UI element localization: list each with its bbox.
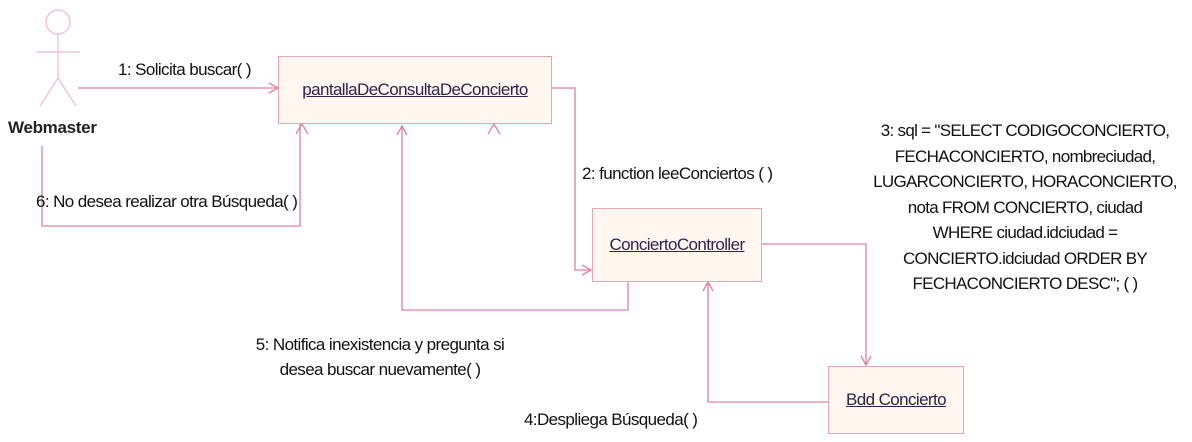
message-5-arrow	[396, 124, 629, 311]
actor-right-leg	[57, 77, 77, 107]
message-5-label: 5: Notifica inexistencia y pregunta si d…	[255, 335, 505, 379]
object-pantalla-de-consulta[interactable]: pantallaDeConsultaDeConcierto	[278, 56, 552, 124]
message-3-arrow	[762, 243, 872, 367]
return-chevron-2	[487, 122, 501, 135]
message-2-arrow	[552, 87, 593, 276]
message-4-label: 4:Despliega Búsqueda( )	[524, 410, 698, 429]
object-bdd-concierto[interactable]: Bdd Concierto	[828, 366, 964, 434]
actor-head	[45, 9, 71, 35]
message-1-label: 1: Solicita buscar( )	[118, 60, 252, 79]
actor-left-leg	[39, 77, 59, 107]
message-6-link	[41, 124, 301, 227]
object-pantalla-label: pantallaDeConsultaDeConcierto	[302, 80, 528, 99]
actor-label: Webmaster	[8, 118, 97, 137]
message-6-label: 6: No desea realizar otra Búsqueda( )	[36, 192, 298, 211]
actor-figure	[36, 9, 80, 107]
return-chevron-1	[295, 122, 309, 135]
object-concierto-controller[interactable]: ConciertoController	[592, 208, 762, 282]
message-4-arrow	[702, 280, 828, 403]
object-controller-label: ConciertoController	[609, 235, 745, 254]
message-3-label: 3: sql = "SELECT CODIGOCONCIERTO, FECHAC…	[873, 121, 1177, 293]
object-bdd-label: Bdd Concierto	[846, 390, 947, 409]
message-2-label: 2: function leeConciertos ( )	[582, 164, 773, 183]
